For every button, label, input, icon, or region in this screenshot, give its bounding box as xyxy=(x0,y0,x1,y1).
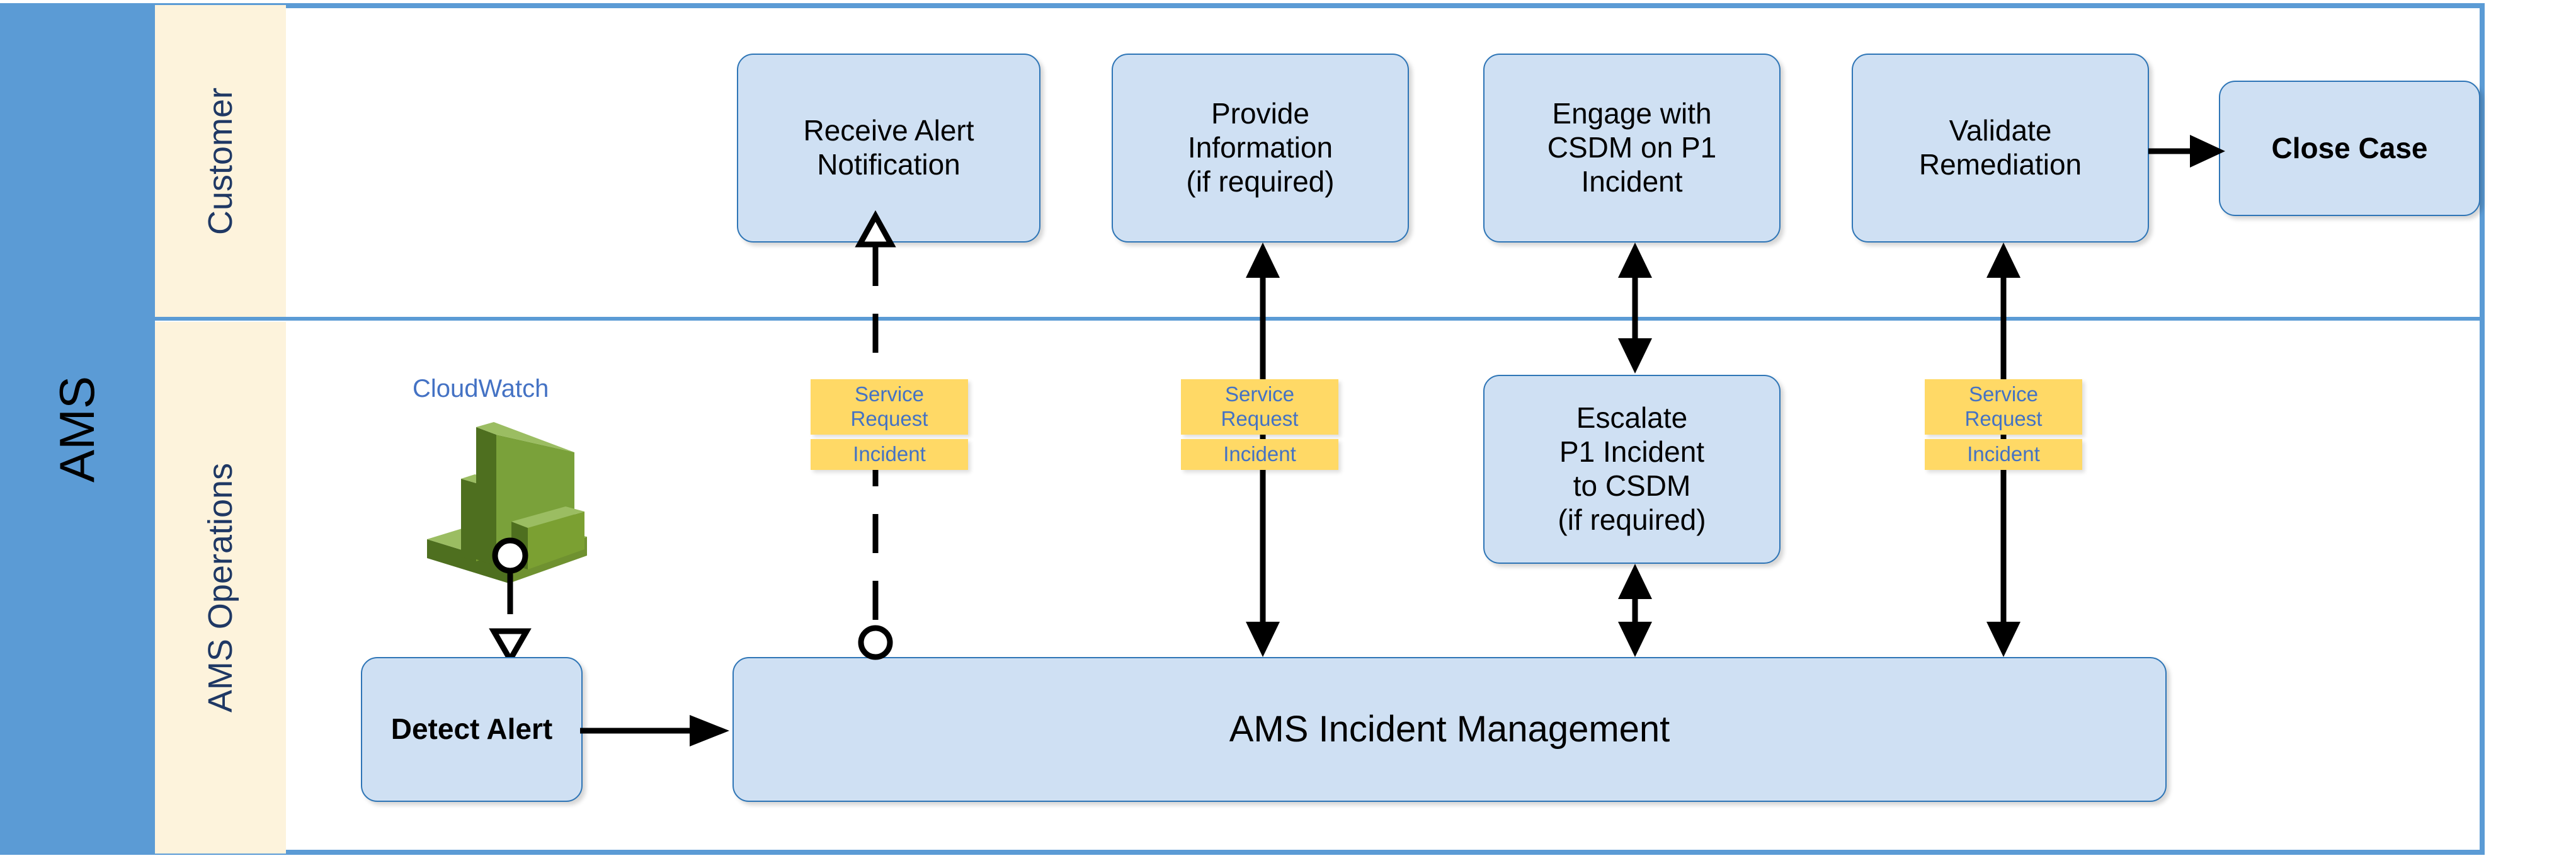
tag-incident: Incident xyxy=(1181,438,1338,470)
node-ams-incident-management[interactable]: AMS Incident Management xyxy=(732,657,2167,802)
node-escalate-p1-incident[interactable]: Escalate P1 Incident to CSDM (if require… xyxy=(1483,375,1781,564)
node-detect-alert-label: Detect Alert xyxy=(390,712,553,746)
lane-label-ams-operations: AMS Operations xyxy=(202,462,240,713)
cloudwatch-icon xyxy=(416,416,598,589)
node-engage-with-csdm-label: Engage with CSDM on P1 Incident xyxy=(1547,97,1717,198)
tag-service-request: Service Request xyxy=(811,379,968,435)
node-close-case[interactable]: Close Case xyxy=(2219,81,2480,216)
escalate-p1-to-incident-mgmt-connector xyxy=(1618,564,1652,657)
cloudwatch-label: CloudWatch xyxy=(413,375,549,403)
node-provide-information[interactable]: Provide Information (if required) xyxy=(1112,54,1409,243)
node-provide-information-label: Provide Information (if required) xyxy=(1186,97,1335,198)
pool-band-ams xyxy=(0,3,155,855)
tag-incident: Incident xyxy=(811,438,968,470)
node-receive-alert-notification-label: Receive Alert Notification xyxy=(803,114,974,181)
lane-label-customer: Customer xyxy=(202,87,239,235)
message-tags-provide-information: Service Request Incident xyxy=(1181,379,1338,470)
node-escalate-p1-incident-label: Escalate P1 Incident to CSDM (if require… xyxy=(1558,401,1706,536)
cloudwatch-to-detect-alert-connector xyxy=(489,537,532,665)
node-engage-with-csdm[interactable]: Engage with CSDM on P1 Incident xyxy=(1483,54,1781,243)
node-close-case-label: Close Case xyxy=(2271,131,2428,164)
lane-header-ams-operations: AMS Operations xyxy=(155,322,286,854)
node-validate-remediation-label: Validate Remediation xyxy=(1918,114,2082,181)
lane-divider xyxy=(155,317,2480,321)
node-detect-alert[interactable]: Detect Alert xyxy=(361,657,583,802)
tag-service-request: Service Request xyxy=(1925,379,2082,435)
pool-label-text: AMS xyxy=(49,375,105,483)
detect-alert-to-incident-mgmt-connector xyxy=(580,715,729,746)
engage-csdm-to-escalate-p1-connector xyxy=(1618,243,1652,374)
validate-remediation-to-close-case-connector xyxy=(2148,135,2225,168)
node-receive-alert-notification[interactable]: Receive Alert Notification xyxy=(737,54,1040,243)
node-validate-remediation[interactable]: Validate Remediation xyxy=(1852,54,2149,243)
tag-incident: Incident xyxy=(1925,438,2082,470)
message-tags-receive-alert: Service Request Incident xyxy=(811,379,968,470)
tag-service-request: Service Request xyxy=(1181,379,1338,435)
message-tags-validate-remediation: Service Request Incident xyxy=(1925,379,2082,470)
pool-label-ams: AMS xyxy=(0,3,155,855)
lane-header-customer: Customer xyxy=(155,5,286,317)
incident-mgmt-to-receive-alert-connector xyxy=(855,210,896,660)
node-ams-incident-management-label: AMS Incident Management xyxy=(1229,709,1670,750)
